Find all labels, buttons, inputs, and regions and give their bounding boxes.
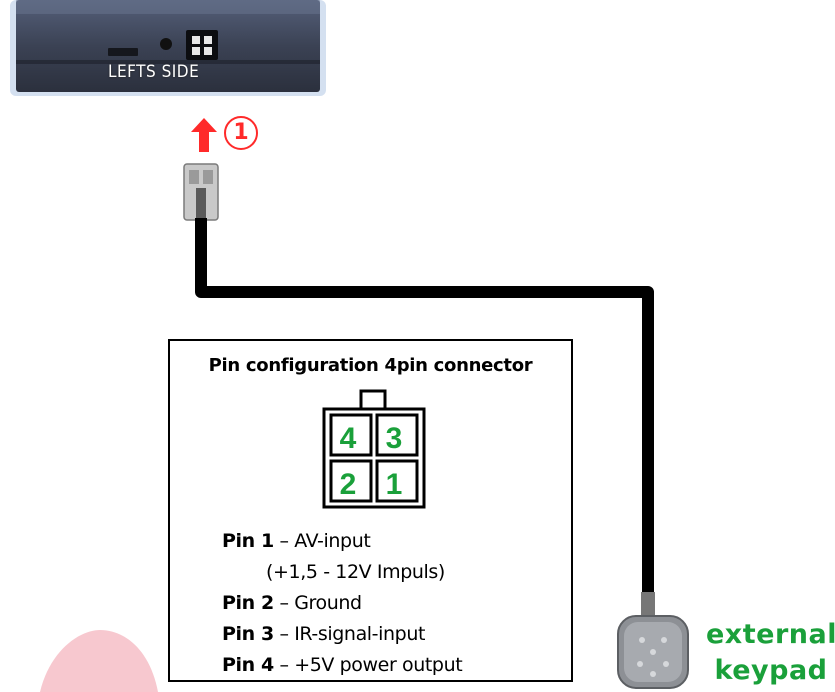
pin-name: Pin 4 — [222, 654, 274, 676]
interface-device — [10, 0, 326, 96]
pin-desc: – AV-input — [279, 530, 371, 552]
pin-name: Pin 2 — [222, 592, 274, 614]
step-number-badge: 1 — [224, 116, 258, 150]
keypad-label-line1: external — [706, 619, 835, 650]
pin-line: Pin 4 – +5V power output — [222, 654, 463, 676]
keypad-label-line2: keypad — [714, 655, 828, 686]
pin-label-4: 4 — [339, 422, 357, 455]
pin-line: Pin 3 – IR-signal-input — [222, 623, 425, 645]
pin-name: Pin 3 — [222, 623, 274, 645]
decorative-blob — [40, 630, 158, 692]
pin-box-title: Pin configuration 4pin connector — [208, 355, 533, 376]
connector-pin-diagram — [322, 389, 426, 509]
device-side-label: LEFTS SIDE — [108, 62, 200, 82]
pin-line: Pin 2 – Ground — [222, 592, 362, 614]
pin-label-3: 3 — [385, 422, 403, 455]
pin-line: Pin 1 – AV-input — [222, 530, 371, 552]
cable — [195, 218, 654, 610]
pin-configuration-box: Pin configuration 4pin connector 4 3 2 1… — [168, 339, 573, 682]
plug-connector — [183, 163, 219, 221]
pin-line: (+1,5 - 12V Impuls) — [266, 561, 445, 583]
pin-desc: – +5V power output — [279, 654, 463, 676]
keypad-label: external keypad — [706, 617, 835, 689]
pin-desc: (+1,5 - 12V Impuls) — [266, 561, 445, 583]
pin-desc: – IR-signal-input — [279, 623, 426, 645]
pin-label-2: 2 — [339, 468, 357, 501]
keypad-device — [617, 592, 689, 689]
pin-name: Pin 1 — [222, 530, 274, 552]
pin-label-1: 1 — [385, 468, 403, 501]
pin-desc: – Ground — [279, 592, 362, 614]
up-arrow-icon — [191, 118, 217, 152]
